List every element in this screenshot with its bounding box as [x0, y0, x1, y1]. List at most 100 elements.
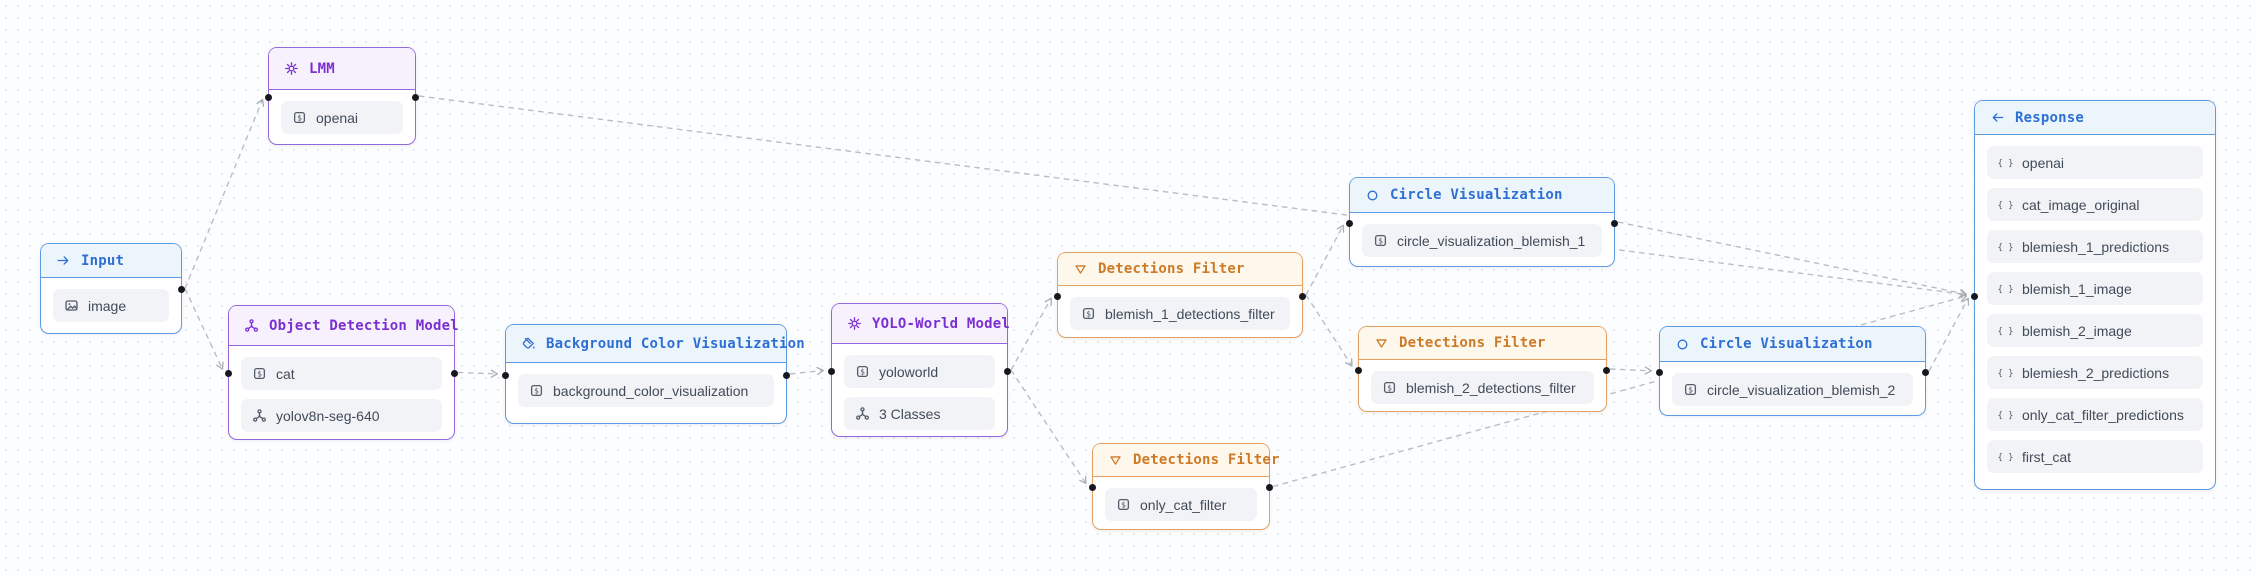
- chip-label: blemish_2_detections_filter: [1406, 379, 1576, 396]
- svg-text:{ }: { }: [1998, 369, 2013, 379]
- input-port[interactable]: [502, 371, 509, 379]
- braces-icon: { }: [1998, 365, 2013, 380]
- node-body: $circle_visualization_blemish_1: [1350, 213, 1614, 268]
- paint-bucket-icon: [521, 336, 536, 351]
- node-bgviz[interactable]: Background Color Visualization $ backgroun…: [502, 324, 805, 424]
- node-detfilter2[interactable]: Detections Filter $ blemish_2_detections_f…: [1355, 326, 1610, 415]
- node-chip: $circle_visualization_blemish_2: [1672, 373, 1913, 406]
- node-detfilter1[interactable]: Detections Filter $blemish_1_detections_f…: [1054, 252, 1306, 341]
- gear-icon: [847, 316, 862, 331]
- node-chip: { }openai: [1987, 146, 2203, 179]
- gear-icon: [284, 61, 299, 76]
- braces-icon: { }: [1998, 323, 2013, 338]
- input-port[interactable]: [265, 93, 272, 101]
- dollar-icon: $: [1683, 382, 1698, 397]
- output-port[interactable]: [1611, 219, 1618, 227]
- node-title: Circle Visualization: [1700, 336, 1873, 352]
- node-chip: { }blemiesh_1_predictions: [1987, 230, 2203, 263]
- svg-text:{ }: { }: [1998, 453, 2013, 463]
- output-port[interactable]: [451, 370, 458, 377]
- chip-label: yoloworld: [879, 363, 939, 380]
- svg-text:$: $: [297, 114, 302, 123]
- input-port[interactable]: [1346, 219, 1353, 227]
- node-response[interactable]: Response{ }openai{ }cat_image_original{ …: [1971, 100, 2216, 490]
- node-title: Circle Visualization: [1390, 187, 1563, 203]
- chip-label: only_cat_filter_predictions: [2022, 406, 2184, 423]
- output-port[interactable]: [412, 93, 419, 101]
- node-title: Response: [2015, 109, 2085, 126]
- input-port[interactable]: [1971, 292, 1978, 300]
- node-title: Input: [81, 252, 125, 269]
- input-port[interactable]: [225, 370, 232, 377]
- input-port[interactable]: [1656, 368, 1663, 376]
- node-header: Background Color Visualization: [506, 325, 805, 363]
- node-chip: $blemish_1_detections_filter: [1070, 297, 1290, 330]
- svg-text:$: $: [1387, 384, 1392, 393]
- edge-yolo-detfiltercat: [1010, 369, 1087, 485]
- input-port[interactable]: [1355, 366, 1362, 374]
- output-port[interactable]: [1266, 484, 1273, 491]
- svg-text:$: $: [257, 370, 262, 379]
- node-chip: $only_cat_filter: [1105, 488, 1257, 521]
- node-header: Response: [1975, 101, 2215, 135]
- dollar-icon: $: [529, 383, 544, 398]
- input-port[interactable]: [1089, 484, 1096, 491]
- node-header: Circle Visualization: [1350, 178, 1614, 213]
- output-port[interactable]: [1004, 367, 1011, 375]
- node-chip: $ background_color_visualization: [518, 374, 774, 407]
- input-port[interactable]: [828, 367, 835, 375]
- node-title: Object Detection Model: [269, 317, 459, 334]
- output-port[interactable]: [783, 371, 790, 379]
- funnel-icon: [1108, 453, 1123, 468]
- edge-circleviz2-response: [1928, 297, 1970, 372]
- node-header: Detections Filter: [1058, 253, 1302, 286]
- chip-label: blemish_1_image: [2022, 280, 2132, 297]
- chip-label: cat_image_original: [2022, 196, 2140, 213]
- circle-icon: [1675, 337, 1690, 352]
- dollar-icon: $: [252, 366, 267, 381]
- chip-label: openai: [2022, 154, 2065, 171]
- circle-icon: [1365, 188, 1380, 203]
- output-port[interactable]: [1299, 292, 1306, 300]
- input-port[interactable]: [1054, 292, 1061, 300]
- node-header: Detections Filter: [1359, 327, 1606, 360]
- dollar-icon: $: [1081, 306, 1096, 321]
- edge-detfilter1-circleviz1: [1305, 224, 1345, 296]
- node-body: $blemish_1_detections_filter: [1058, 286, 1302, 341]
- svg-text:$: $: [1378, 237, 1383, 246]
- node-chip: { }blemiesh_2_predictions: [1987, 356, 2203, 389]
- output-port[interactable]: [1603, 366, 1610, 374]
- node-chip: $ openai: [281, 101, 403, 134]
- molecule-icon: [244, 318, 259, 333]
- node-header: Detections Filter: [1093, 444, 1280, 477]
- output-port[interactable]: [1922, 368, 1929, 376]
- svg-text:$: $: [534, 387, 539, 396]
- node-chip: yolov8n-seg-640: [241, 399, 442, 432]
- node-title: Detections Filter: [1399, 335, 1546, 351]
- node-circleviz1[interactable]: Circle Visualization $circle_visualizatio…: [1346, 177, 1618, 268]
- node-header: Object Detection Model: [229, 306, 459, 346]
- node-title: LMM: [309, 60, 335, 77]
- svg-text:{ }: { }: [1998, 327, 2013, 337]
- node-chip: { }first_cat: [1987, 440, 2203, 473]
- node-detfiltercat[interactable]: Detections Filter $only_cat_filter: [1089, 443, 1280, 530]
- node-lmm[interactable]: LMM $ openai: [265, 47, 419, 145]
- braces-icon: { }: [1998, 449, 2013, 464]
- node-input[interactable]: Input image: [40, 243, 185, 334]
- node-chip: image: [53, 289, 169, 322]
- svg-text:$: $: [1086, 310, 1091, 319]
- node-title: YOLO-World Model: [872, 315, 1011, 332]
- chip-label: openai: [316, 109, 359, 126]
- dollar-icon: $: [292, 110, 307, 125]
- node-body: $ blemish_2_detections_filter: [1359, 360, 1606, 415]
- funnel-icon: [1374, 336, 1389, 351]
- node-body: $circle_visualization_blemish_2: [1660, 362, 1925, 417]
- output-port[interactable]: [178, 286, 185, 293]
- node-circleviz2[interactable]: Circle Visualization $circle_visualizatio…: [1656, 326, 1929, 417]
- node-title: Background Color Visualization: [546, 335, 805, 352]
- chip-label: background_color_visualization: [553, 382, 749, 399]
